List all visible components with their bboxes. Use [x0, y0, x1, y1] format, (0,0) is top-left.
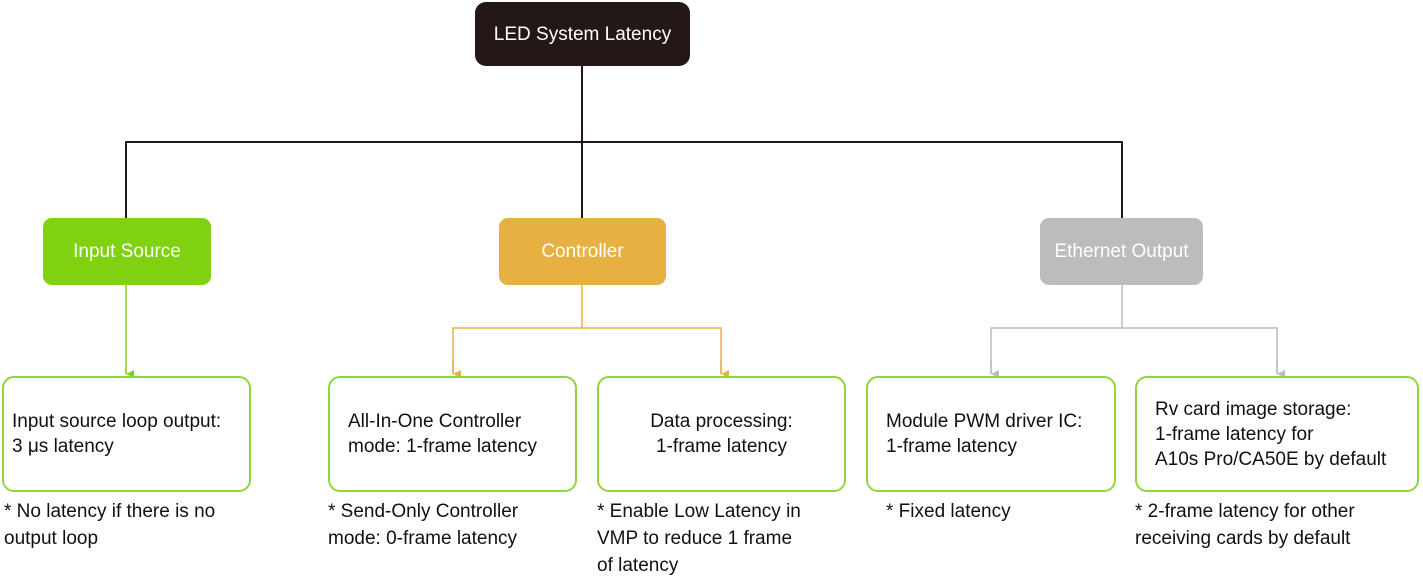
leaf-rv-card: Rv card image storage: 1-frame latency f…: [1135, 376, 1419, 492]
note-fixed-latency: * Fixed latency: [886, 501, 1011, 522]
leaf-pwm-driver-text: Module PWM driver IC: 1-frame latency: [886, 411, 1083, 457]
leaf-all-in-one: All-In-One Controller mode: 1-frame late…: [328, 376, 577, 492]
ethernet-connector: [990, 285, 1278, 374]
note-other-cards: * 2-frame latency for other receiving ca…: [1135, 501, 1355, 549]
input-source-label: Input Source: [73, 241, 181, 262]
ethernet-output-node: Ethernet Output: [1040, 218, 1203, 285]
leaf-data-processing-text: Data processing: 1-frame latency: [650, 411, 793, 457]
ethernet-output-label: Ethernet Output: [1054, 241, 1189, 262]
leaf-all-in-one-text: All-In-One Controller mode: 1-frame late…: [348, 411, 538, 457]
note-low-latency: * Enable Low Latency in VMP to reduce 1 …: [597, 501, 801, 576]
leaf-pwm-driver: Module PWM driver IC: 1-frame latency: [866, 376, 1116, 492]
input-source-node: Input Source: [43, 218, 211, 285]
leaf-input-loop: Input source loop output: 3 μs latency: [2, 376, 251, 492]
controller-node: Controller: [499, 218, 666, 285]
root-label: LED System Latency: [493, 23, 672, 45]
controller-connector: [452, 285, 722, 374]
root-connector: [125, 66, 1123, 218]
leaf-rv-card-text: Rv card image storage: 1-frame latency f…: [1155, 398, 1387, 470]
note-send-only: * Send-Only Controller mode: 0-frame lat…: [328, 501, 519, 549]
leaf-data-processing: Data processing: 1-frame latency: [597, 376, 846, 492]
note-input-loop: * No latency if there is no output loop: [4, 501, 216, 549]
root-node: LED System Latency: [475, 2, 690, 66]
controller-label: Controller: [541, 241, 624, 262]
leaf-input-loop-text: Input source loop output: 3 μs latency: [12, 411, 222, 457]
